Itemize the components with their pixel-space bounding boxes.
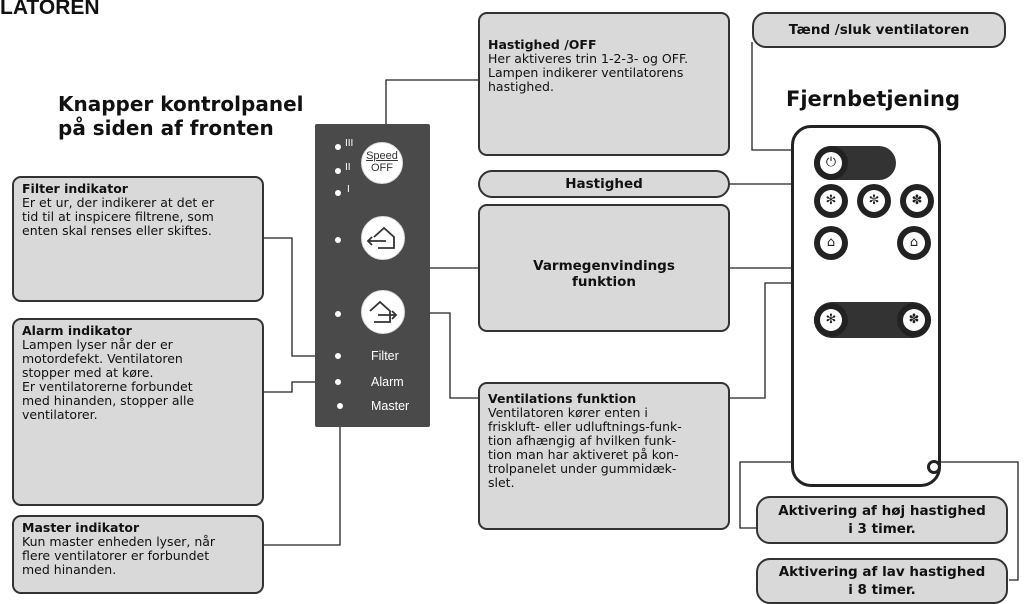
speed-off-button[interactable]: Speed OFF xyxy=(361,142,403,184)
power-button[interactable]: ⏻ xyxy=(814,146,848,180)
off-label: OFF xyxy=(371,162,393,174)
alarm-led xyxy=(335,379,341,385)
speed-mark-1: I xyxy=(347,184,350,195)
callout-low-speed: Aktivering af lav hastighed i 8 timer. xyxy=(756,558,1008,604)
fan-speed-2-button[interactable]: ✼ xyxy=(857,184,891,218)
master-led xyxy=(337,403,343,409)
filter-label: Filter xyxy=(371,349,399,363)
speed-led-3 xyxy=(335,144,341,150)
callout-title: Master indikator xyxy=(22,520,140,535)
callout-body: Er et ur, der indikerer at det er tid ti… xyxy=(22,195,215,238)
line-filter xyxy=(264,237,335,357)
fan-icon: ✽ xyxy=(906,190,928,212)
speed-mark-3: III xyxy=(345,138,354,149)
callout-power: Tænd /sluk ventilatoren xyxy=(752,12,1006,48)
ventilation-button[interactable] xyxy=(361,290,405,334)
fan-speed-1-button[interactable]: ✽ xyxy=(900,184,934,218)
control-panel: III II I Speed OFF Filter Alarm Master xyxy=(315,124,430,427)
house-arrow-icon: ⌂ xyxy=(903,232,925,254)
callout-title: Varmegenvindings funktion xyxy=(533,258,675,290)
callout-title: Filter indikator xyxy=(22,181,128,196)
house-arrow-icon: ⌂ xyxy=(820,232,842,254)
title-fragment: LATOREN xyxy=(0,0,100,19)
master-label: Master xyxy=(371,399,410,413)
callout-alarm: Alarm indikator Lampen lyser når der er … xyxy=(12,318,264,506)
callout-title: Hastighed /OFF xyxy=(488,37,597,52)
callout-title: Alarm indikator xyxy=(22,323,132,338)
callout-speed: Hastighed xyxy=(478,170,730,198)
speed-label: Speed xyxy=(366,150,398,162)
callout-body: Kun master enheden lyser, når flere vent… xyxy=(22,534,216,577)
line-master xyxy=(264,413,341,546)
callout-body: Her aktiveres trin 1-2-3- og OFF. Lampen… xyxy=(488,51,689,94)
alarm-label: Alarm xyxy=(371,375,404,389)
lanyard-hole xyxy=(927,460,941,474)
line-speed xyxy=(385,79,478,141)
callout-heat-recovery: Varmegenvindings funktion xyxy=(478,204,730,332)
callout-title: Ventilations funktion xyxy=(488,391,637,406)
fan-icon: ✼ xyxy=(863,190,885,212)
fan-speed-3-button[interactable]: ✻ xyxy=(814,184,848,218)
line-alarm xyxy=(264,381,335,393)
fan-icon: ✻ xyxy=(820,190,842,212)
house-arrow-icon xyxy=(366,226,395,249)
speed-mark-2: II xyxy=(345,162,351,173)
callout-filter: Filter indikator Er et ur, der indikerer… xyxy=(12,176,264,302)
heat-led xyxy=(335,237,341,243)
heat-recovery-button[interactable] xyxy=(361,216,405,260)
vent-led xyxy=(335,311,341,317)
high-speed-timer-button[interactable]: ✻ xyxy=(814,303,848,337)
fan-icon: ✽ xyxy=(903,309,925,331)
remote-control: ⏻ ✻ ✼ ✽ ⌂ ⌂ ✻ ✽ xyxy=(791,125,941,487)
callout-body: Lampen lyser når der er motordefekt. Ven… xyxy=(22,337,195,422)
callout-speed-off: Hastighed /OFF Her aktiveres trin 1-2-3-… xyxy=(478,12,730,156)
fan-icon: ✻ xyxy=(820,309,842,331)
low-speed-timer-button[interactable]: ✽ xyxy=(897,303,931,337)
speed-led-1 xyxy=(335,190,341,196)
remote-heading: Fjernbetjening xyxy=(786,87,960,111)
house-arrow-icon xyxy=(369,300,398,323)
remote-heat-button[interactable]: ⌂ xyxy=(814,226,848,260)
callout-body: Ventilatoren kører enten i friskluft- el… xyxy=(488,405,682,490)
callout-ventilation: Ventilations funktion Ventilatoren kører… xyxy=(478,382,730,530)
power-icon: ⏻ xyxy=(820,152,842,174)
filter-led xyxy=(335,353,341,359)
speed-led-2 xyxy=(335,168,341,174)
callout-master: Master indikator Kun master enheden lyse… xyxy=(12,515,264,594)
remote-vent-button[interactable]: ⌂ xyxy=(897,226,931,260)
panel-heading: Knapper kontrolpanel på siden af fronten xyxy=(58,92,304,140)
callout-high-speed: Aktivering af høj hastighed i 3 timer. xyxy=(756,496,1008,544)
